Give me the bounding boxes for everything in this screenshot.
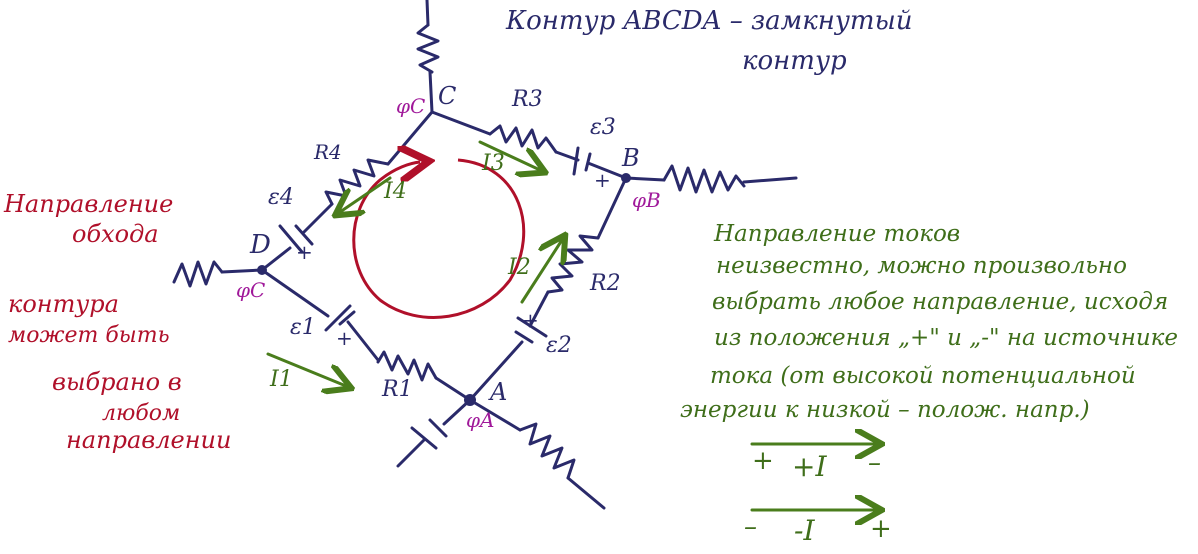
current-label-i3: I3 xyxy=(482,151,505,176)
resistor-c-top xyxy=(416,23,440,74)
wire-a-down-left-2 xyxy=(396,438,426,468)
wire-a-down-right xyxy=(468,398,522,432)
potential-d: φC xyxy=(236,278,266,302)
title-line-2: контур xyxy=(742,46,847,76)
plus-e4: + xyxy=(296,240,313,264)
emf-a-ext-short xyxy=(428,418,448,438)
resistor-label-r2: R2 xyxy=(590,271,621,296)
wire-b-right-2 xyxy=(742,176,798,184)
emf-label-e1: ε1 xyxy=(290,315,316,340)
resistor-d-left xyxy=(172,260,224,288)
resistor-label-r3: R3 xyxy=(512,87,543,112)
emf-label-e3: ε3 xyxy=(590,115,616,140)
node-label-c: C xyxy=(438,82,457,110)
node-label-a: A xyxy=(490,378,508,406)
emf-e1-short xyxy=(338,310,356,326)
wire-c-top-2 xyxy=(428,70,434,114)
node-dot-b xyxy=(621,173,631,183)
bypass-line-5: выбрано в xyxy=(52,368,182,396)
bypass-line-3: контура xyxy=(8,290,119,318)
wire-a-d xyxy=(434,376,472,402)
wire-d-left xyxy=(220,268,264,274)
emf-e2-long xyxy=(516,316,548,338)
current-label-i4: I4 xyxy=(384,179,407,204)
wire-d-c xyxy=(260,246,292,272)
plus-e1: + xyxy=(336,326,353,350)
bypass-line-1: Направление xyxy=(4,190,174,218)
bypass-line-7: направлении xyxy=(66,426,232,454)
node-label-b: B xyxy=(622,144,640,172)
loop-direction-circle xyxy=(352,160,526,319)
explanation-line-6: энергии к низкой – полож. напр.) xyxy=(680,397,1090,423)
wire-c-b xyxy=(430,110,492,136)
title-line-1: Контур ABCDA – замкнутый xyxy=(506,6,913,36)
emf-e3-long xyxy=(572,146,580,176)
bypass-line-4: может быть xyxy=(8,323,170,348)
potential-a: φA xyxy=(466,408,495,432)
resistor-b-right xyxy=(662,164,746,194)
wire-d-c-2 xyxy=(302,202,334,234)
resistor-r2 xyxy=(546,234,600,294)
explanation-line-1: Направление токов xyxy=(714,221,961,247)
wire-c-top xyxy=(425,0,430,27)
emf-label-e2: ε2 xyxy=(546,333,572,358)
wire-b-right xyxy=(624,176,666,182)
potential-b: φB xyxy=(632,188,661,212)
bypass-line-6: любом xyxy=(102,401,181,426)
legend-negative-label: -I xyxy=(794,514,815,547)
resistor-label-r4: R4 xyxy=(314,140,342,164)
explanation-line-2: неизвестно, можно произвольно xyxy=(716,253,1127,279)
wire-b-a-3 xyxy=(468,340,524,402)
legend-negative-left-sign: – xyxy=(744,512,757,542)
legend-positive-label: +I xyxy=(792,450,827,483)
legend-positive-left-sign: + xyxy=(752,446,774,476)
plus-e2: + xyxy=(522,308,539,332)
emf-e4-long xyxy=(278,224,304,254)
wire-d-c-3 xyxy=(386,110,434,166)
resistor-label-r1: R1 xyxy=(382,377,413,402)
current-label-i2: I2 xyxy=(508,255,531,280)
explanation-line-3: выбрать любое направление, исходя xyxy=(712,289,1169,315)
wire-b-a xyxy=(596,176,628,240)
wire-a-d-3 xyxy=(260,268,330,318)
wire-c-b-3 xyxy=(586,161,628,180)
explanation-line-5: тока (от высокой потенциальной xyxy=(710,363,1136,389)
emf-e4-short xyxy=(294,224,314,246)
plus-e3: + xyxy=(594,168,611,192)
wire-b-a-2 xyxy=(528,290,550,328)
legend-negative-right-sign: + xyxy=(870,514,892,544)
node-dot-d xyxy=(257,265,267,275)
explanation-line-4: из положения „+" и „-" на источнике xyxy=(714,325,1178,351)
current-arrow-i2 xyxy=(520,240,562,304)
wire-c-b-2 xyxy=(554,150,580,162)
legend-positive-right-sign: – xyxy=(868,448,881,478)
emf-e2-short xyxy=(514,330,534,344)
resistor-r1 xyxy=(376,350,438,382)
emf-label-e4: ε4 xyxy=(268,185,294,210)
emf-e1-long xyxy=(324,304,352,332)
node-label-d: D xyxy=(250,230,271,260)
wire-a-d-2 xyxy=(346,320,380,362)
current-arrow-i1 xyxy=(266,352,346,386)
emf-a-ext-long xyxy=(410,426,438,450)
bypass-line-2: обхода xyxy=(72,220,159,248)
resistor-a-down-right xyxy=(518,422,576,480)
current-arrow-i3 xyxy=(478,140,540,170)
potential-c: φC xyxy=(396,94,426,118)
current-arrow-i4 xyxy=(340,176,392,212)
wire-a-down-right-2 xyxy=(566,476,606,510)
resistor-r3 xyxy=(488,124,558,154)
current-label-i1: I1 xyxy=(270,367,293,392)
node-dot-a xyxy=(464,394,476,406)
